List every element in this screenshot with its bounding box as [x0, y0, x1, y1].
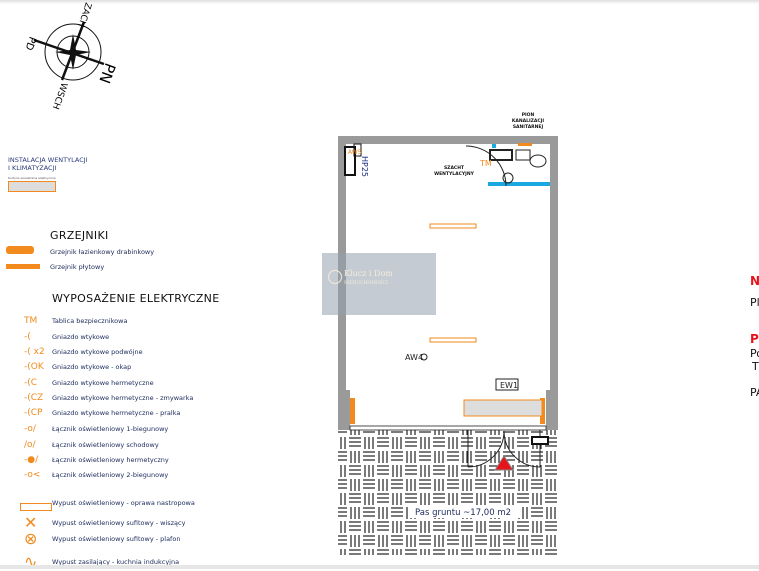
watermark-logo: Klucz i Dom NIERUCHOMOŚCI [322, 253, 436, 315]
air-curtain-symbol [8, 181, 56, 192]
ladder-heater-icon [6, 246, 34, 254]
legend-symbol-icon: -( x2 [24, 347, 45, 357]
legend-label: Tablica bezpiecznikowa [52, 317, 128, 325]
ventilation-sub: Kurtyna powietrzna elektryczna [8, 176, 56, 180]
legend-label: Łącznik oświetleniowy 1-biegunowy [52, 425, 169, 433]
svg-text:EW1: EW1 [500, 381, 518, 390]
aw4-label: AW4 [405, 353, 423, 362]
vent-icon [420, 353, 428, 361]
ceiling-light [429, 337, 477, 343]
entrance-marker-icon [494, 455, 514, 471]
compass-wsch: WSCH [50, 81, 69, 110]
legend-label: Wypust oświetleniowy sufitowy - plafon [52, 535, 181, 543]
bottom-edge [0, 565, 759, 569]
tm-label: TM [479, 159, 492, 168]
heaters-title: GRZEJNIKI [50, 229, 109, 242]
watermark-brand: Klucz i Dom [344, 269, 393, 278]
legend-symbol-icon: ⊗ [24, 529, 38, 548]
legend-symbol-icon [20, 503, 52, 511]
ground-area-label: Pas gruntu ~17,00 m2 [415, 508, 511, 518]
watermark-sub: NIERUCHOMOŚCI [344, 281, 388, 286]
legend-label: Gniazdo wtykowe [52, 333, 110, 341]
compass-pd: PD [22, 35, 37, 52]
legend-symbol-icon: -●/ [24, 455, 39, 465]
legend-symbol-icon: ✕ [24, 513, 38, 532]
toilet [529, 154, 547, 168]
legend-label: Gniazdo wtykowe hermetyczne - pralka [52, 409, 181, 417]
legend-label: Wypust oświetleniowy - oprawa nastropowa [52, 499, 195, 507]
electrical-title: WYPOSAŻENIE ELEKTRYCZNE [52, 292, 220, 305]
legend-label: Grzejnik łazienkowy drabinkowy [50, 248, 155, 256]
legend-symbol-icon: -(C [24, 378, 38, 388]
right-text-4: PA [750, 386, 759, 399]
svg-text:KANALIZACJI: KANALIZACJI [512, 118, 544, 124]
legend-label: Łącznik oświetleniowy 2-biegunowy [52, 471, 169, 479]
aw5-label: AW5 [348, 149, 362, 156]
legend-symbol-icon: -( [24, 332, 31, 342]
bathroom-wall [488, 182, 550, 186]
legend-label: Gniazdo wtykowe podwójne [52, 348, 143, 356]
legend-label: Łącznik oświetleniowy schodowy [52, 441, 159, 449]
legend-symbol-icon: -(CZ [24, 393, 44, 403]
legend-symbol-icon: TM [24, 316, 38, 326]
compass-pn: PN [95, 61, 119, 86]
ceiling-light [429, 223, 477, 229]
right-heading-1: N [750, 274, 759, 288]
legend-label: Gniazdo wtykowe hermetyczne [52, 379, 154, 387]
svg-text:SANITARNEJ: SANITARNEJ [513, 124, 544, 130]
legend-symbol-icon: -(OK [24, 362, 44, 372]
right-text-1: Pl [750, 296, 759, 309]
compass-rose-icon: PD ZACH PN WSCH [22, 1, 119, 110]
legend-label: Grzejnik płytowy [50, 263, 105, 271]
house-logo-icon [328, 270, 342, 284]
legend-symbol-icon: /o/ [24, 440, 36, 450]
legend-symbol-icon: -o/ [24, 424, 36, 434]
legend-label: Gniazdo wtykowe - okap [52, 363, 132, 371]
legend-label: Gniazdo wtykowe hermetyczne - zmywarka [52, 394, 194, 402]
right-text-3: T [752, 360, 759, 373]
svg-text:SZACHT: SZACHT [444, 165, 465, 171]
svg-text:PION: PION [522, 112, 535, 118]
compass-zach: ZACH [75, 1, 92, 28]
kitchen-counter [463, 399, 543, 417]
ground-strip [338, 430, 558, 555]
legend-symbol-icon: -(CP [24, 408, 43, 418]
legend-label: Wypust oświetleniowy sufitowy - wiszący [52, 519, 186, 527]
legend-label: Wypust zasilający - kuchnia indukcyjna [52, 558, 180, 566]
right-text-2: Po [750, 347, 759, 360]
top-edge [0, 0, 759, 4]
panel-heater-icon [6, 264, 40, 269]
hp-label: HP25 [360, 156, 369, 177]
heater-left [350, 398, 355, 424]
svg-text:WENTYLACYJNY: WENTYLACYJNY [434, 171, 474, 177]
legend-symbol-icon: -o< [24, 470, 41, 480]
right-heading-2: P [750, 332, 759, 346]
legend-label: Łącznik oświetleniowy hermetyczny [52, 456, 169, 464]
ew1-box [495, 378, 519, 391]
